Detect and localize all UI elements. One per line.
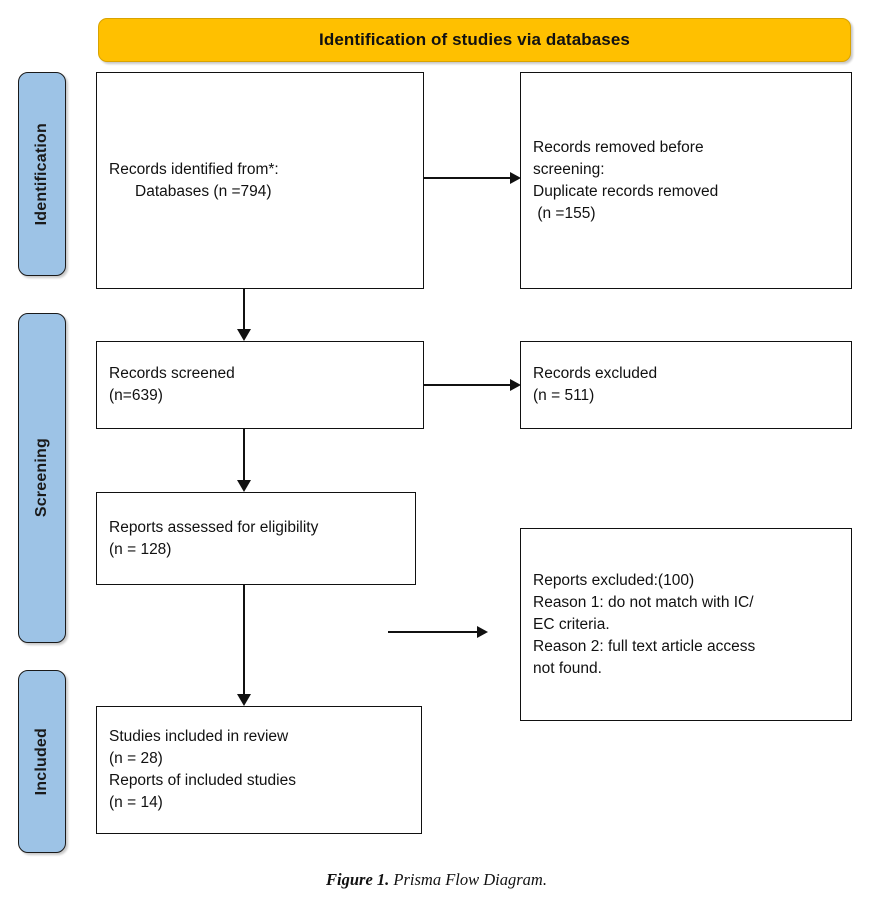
box-records-excluded-line-1: Records excluded <box>533 365 658 382</box>
box-records-excluded-line-2: (n = 511) <box>533 387 595 404</box>
box-reports-excluded-line-4: Reason 2: full text article access <box>533 637 756 655</box>
box-studies-included-line-3: Reports of included studies <box>109 772 296 789</box>
box-records-removed-line-2: screening: <box>533 160 605 178</box>
figure-caption-label: Figure 1. <box>326 870 390 889</box>
box-records-removed: Records removed before screening: Duplic… <box>520 72 852 289</box>
box-records-identified-line-1: Records identified from*: <box>109 160 279 178</box>
box-records-excluded: Records excluded (n = 511) <box>520 341 852 429</box>
arrow-identified-to-removed-icon <box>424 170 521 186</box>
box-studies-included-line-4: (n = 14) <box>109 794 163 811</box>
box-reports-excluded-line-5: not found. <box>533 659 602 677</box>
header-banner-label: Identification of studies via databases <box>319 30 630 49</box>
header-banner: Identification of studies via databases <box>98 18 851 62</box>
box-reports-excluded: Reports excluded:(100) Reason 1: do not … <box>520 528 852 721</box>
box-reports-assessed-eligibility: Reports assessed for eligibility (n = 12… <box>96 492 416 585</box>
stage-rail-included: Included <box>18 670 66 853</box>
box-studies-included-line-1: Studies included in review <box>109 728 289 745</box>
arrow-identified-to-screened-icon <box>236 289 252 341</box>
stage-rail-label-included: Included <box>33 727 50 796</box>
box-records-removed-line-4: (n =155) <box>533 204 596 222</box>
box-records-screened-line-2: (n=639) <box>109 387 163 404</box>
figure-caption-text: Prisma Flow Diagram. <box>389 870 547 889</box>
box-records-identified: Records identified from*: Databases (n =… <box>96 72 424 289</box>
box-reports-excluded-line-3: EC criteria. <box>533 615 610 633</box>
stage-rail-label-screening: Screening <box>33 438 50 518</box>
stage-rail-label-identification: Identification <box>33 122 50 226</box>
stage-rail-identification: Identification <box>18 72 66 276</box>
box-reports-excluded-line-1: Reports excluded:(100) <box>533 571 695 589</box>
arrow-screened-to-eligibility-icon <box>236 429 252 492</box>
box-studies-included: Studies included in review (n = 28) Repo… <box>96 706 422 834</box>
figure-caption: Figure 1. Prisma Flow Diagram. <box>0 870 873 890</box>
box-records-removed-line-3: Duplicate records removed <box>533 182 719 200</box>
box-records-removed-line-1: Records removed before <box>533 138 704 156</box>
arrow-eligibility-to-included-icon <box>236 585 252 706</box>
box-records-identified-line-2: Databases (n =794) <box>135 182 272 200</box>
stage-rail-screening: Screening <box>18 313 66 643</box>
arrow-eligibility-to-reports-excluded-icon <box>388 624 488 640</box>
box-reports-assessed-line-2: (n = 128) <box>109 540 172 558</box>
box-reports-assessed-line-1: Reports assessed for eligibility <box>109 518 319 536</box>
box-reports-excluded-line-2: Reason 1: do not match with IC/ <box>533 593 754 611</box>
box-records-screened-line-1: Records screened <box>109 365 235 382</box>
box-studies-included-line-2: (n = 28) <box>109 750 163 767</box>
box-records-screened: Records screened (n=639) <box>96 341 424 429</box>
arrow-screened-to-excluded-icon <box>424 377 521 393</box>
